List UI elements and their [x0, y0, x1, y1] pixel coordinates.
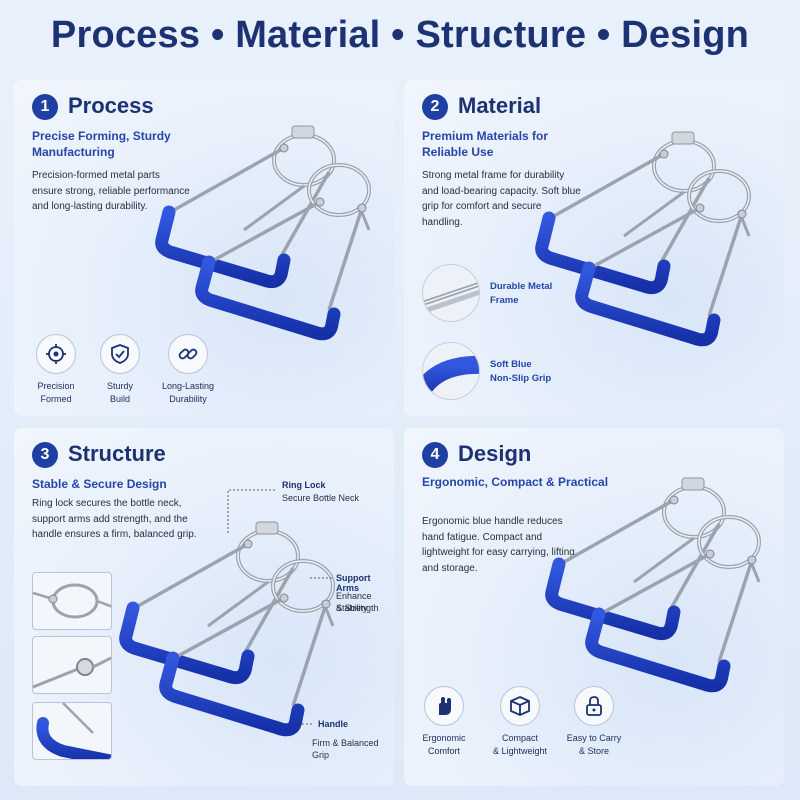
box-icon	[500, 686, 540, 726]
callout-blue-grip: Soft Blue Non-Slip Grip	[490, 358, 551, 386]
callout-label: Soft Blue	[490, 359, 532, 370]
step-number-badge: 2	[422, 94, 448, 120]
callout-support-arms-sub: & Strength	[336, 603, 379, 613]
feature-label: & Lightweight	[492, 746, 548, 756]
feature-label: Sturdy	[106, 381, 133, 391]
callout-label: Non-Slip Grip	[490, 373, 552, 384]
bottle-carrier-image	[534, 126, 774, 356]
callout-ring-lock-sub: Secure Bottle Neck	[282, 493, 360, 503]
feature-label: Easy to Carry	[566, 733, 622, 743]
bottle-carrier-image	[544, 472, 784, 702]
panel-description: Ring lock secures the bottle neck, suppo…	[32, 498, 197, 540]
feature-label: Build	[109, 394, 130, 404]
feature-label: Precision	[37, 381, 75, 391]
hand-icon	[424, 686, 464, 726]
lock-icon	[574, 686, 614, 726]
process-panel: 1 Process Precise Forming, Sturdy Manufa…	[14, 80, 394, 416]
crosshair-icon	[36, 334, 76, 374]
feature-label: Comfort	[427, 746, 460, 756]
panel-subtitle: Premium Materials for Reliable Use	[422, 129, 549, 159]
ring-lock-thumbnail	[32, 572, 112, 630]
callout-leader-lines	[227, 489, 332, 725]
step-number-badge: 4	[422, 442, 448, 468]
panel-description: Ergonomic blue handle reduces hand fatig…	[422, 516, 578, 574]
feature-sturdy-build: Sturdy Build	[82, 334, 158, 406]
panel-title: Process	[68, 93, 154, 118]
step-number-badge: 1	[32, 94, 58, 120]
chain-link-icon	[168, 334, 208, 374]
feature-long-lasting: Long-Lasting Durability	[150, 334, 226, 406]
feature-label: Formed	[40, 394, 72, 404]
step-number-badge: 3	[32, 442, 58, 468]
feature-easy-to-carry: Easy to Carry & Store	[556, 686, 632, 758]
handle-thumbnail	[32, 702, 112, 760]
panel-title: Structure	[68, 441, 166, 466]
panel-title: Design	[458, 441, 532, 466]
panel-description: Strong metal frame for durability and lo…	[422, 170, 581, 228]
callout-handle-title: Handle	[318, 719, 349, 729]
callout-support-arms-title: Support Arms	[336, 573, 371, 593]
feature-compact-lightweight: Compact & Lightweight	[482, 686, 558, 758]
bottle-carrier-image	[154, 120, 394, 350]
callout-handle-sub: Firm & Balanced Grip	[312, 738, 379, 760]
page-title: Process • Material • Structure • Design	[50, 14, 750, 56]
panel-subtitle: Precise Forming, Sturdy Manufacturing	[32, 129, 171, 159]
feature-label: Compact	[501, 733, 538, 743]
design-panel: 4 Design Ergonomic, Compact & Practical …	[404, 428, 784, 786]
callout-label: Frame	[490, 295, 519, 306]
feature-label: Ergonomic	[422, 733, 466, 743]
material-panel: 2 Material Premium Materials for Reliabl…	[404, 80, 784, 416]
panel-title: Material	[458, 93, 542, 118]
panel-subtitle: Stable & Secure Design	[32, 477, 167, 491]
callout-support-arms-sub: Enhance Stability	[336, 591, 372, 613]
feature-ergonomic-comfort: Ergonomic Comfort	[406, 686, 482, 758]
panel-description: Precision-formed metal parts ensure stro…	[32, 170, 190, 212]
feature-precision-formed: Precision Formed	[18, 334, 94, 406]
feature-label: Durability	[169, 394, 207, 404]
feature-label: & Store	[578, 746, 609, 756]
shield-check-icon	[100, 334, 140, 374]
panel-subtitle: Ergonomic, Compact & Practical	[422, 475, 609, 489]
callout-label: Durable Metal	[490, 281, 553, 292]
callout-ring-lock-title: Ring Lock	[282, 480, 326, 490]
blue-grip-detail-image	[422, 342, 480, 400]
support-arm-thumbnail	[32, 636, 112, 694]
callout-metal-frame: Durable Metal Frame	[490, 280, 552, 308]
feature-label: Long-Lasting	[161, 381, 215, 391]
structure-panel: 3 Structure Stable & Secure Design Ring …	[14, 428, 394, 786]
metal-frame-detail-image	[422, 264, 480, 322]
